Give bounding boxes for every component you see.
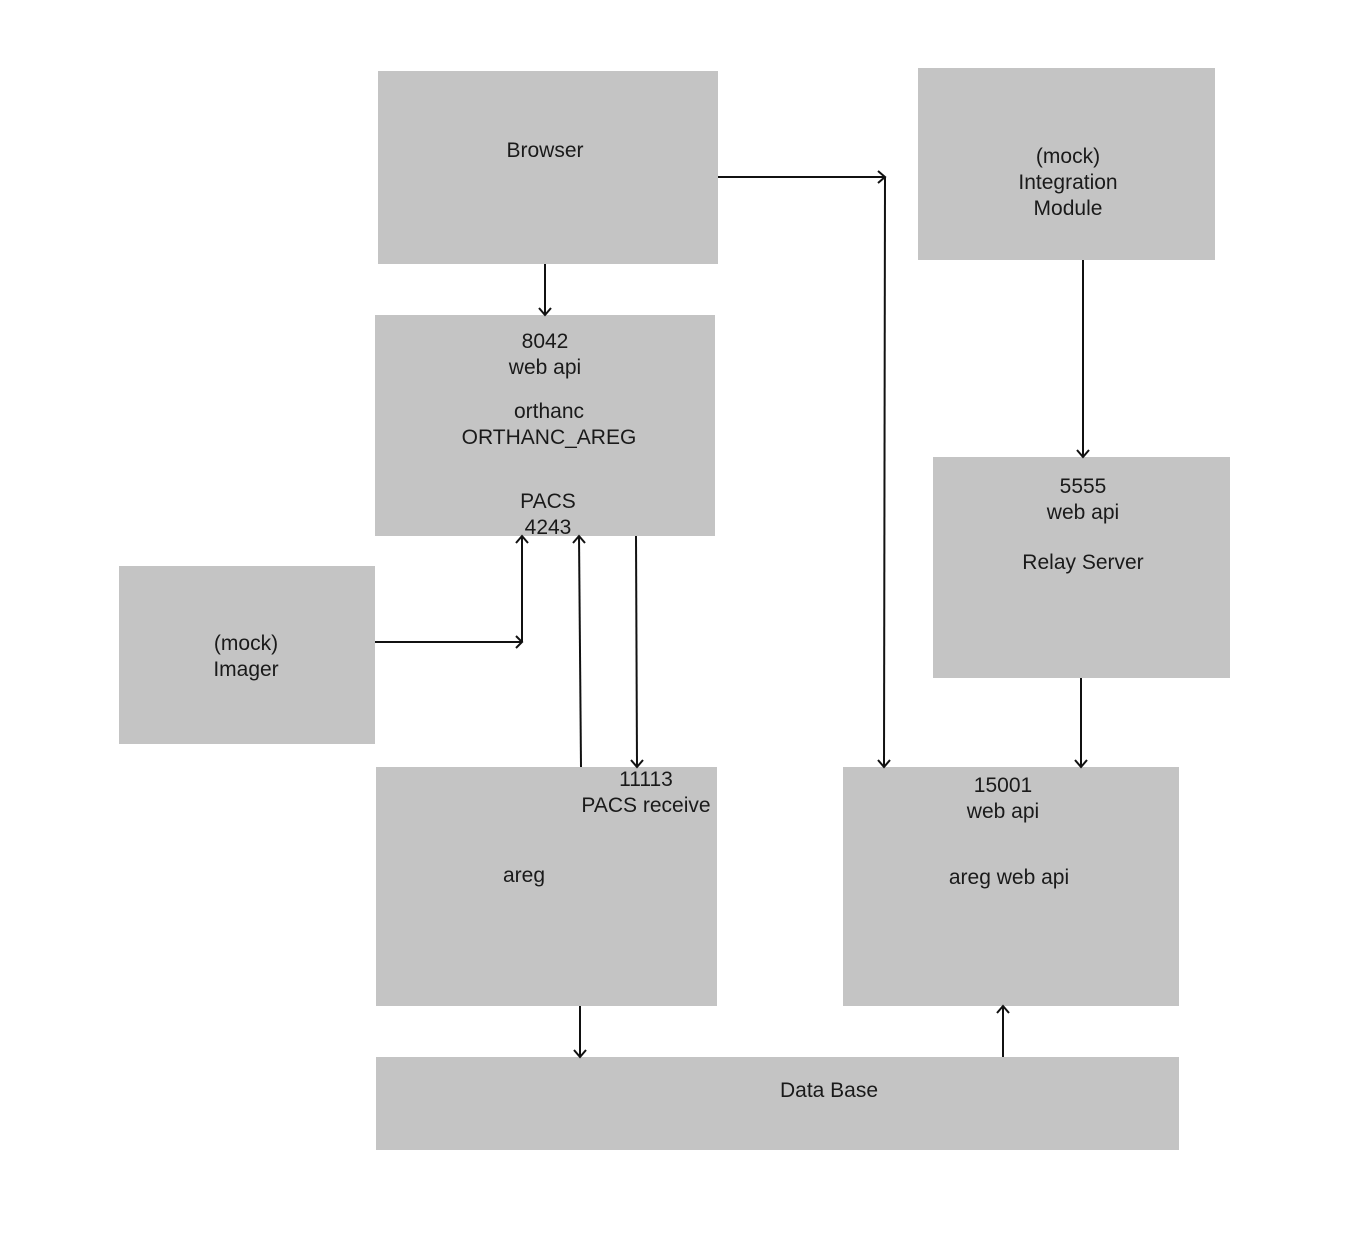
areg-web-name-label: areg web api xyxy=(948,866,1070,889)
orthanc-aet-label: ORTHANC_AREG xyxy=(461,426,637,449)
integration-module-box xyxy=(918,68,1215,260)
orthanc-box xyxy=(375,315,715,536)
relay-name-label: Relay Server xyxy=(1022,551,1144,574)
orthanc-pacs-port-label: 4243 xyxy=(524,516,572,539)
areg-web-port-label: 15001 xyxy=(973,774,1033,797)
arrow-database-to-areg-web-api xyxy=(996,1004,1010,1057)
arrow-orthanc-to-areg xyxy=(630,535,644,769)
areg-web-api-box xyxy=(843,767,1179,1006)
imager-name-label: Imager xyxy=(213,658,279,681)
database-box xyxy=(376,1057,1179,1150)
imager-mock-label: (mock) xyxy=(213,632,279,655)
browser-box xyxy=(378,71,718,264)
orthanc-port-label: 8042 xyxy=(521,330,569,353)
orthanc-api-label: web api xyxy=(508,356,582,379)
arrow-areg-to-database xyxy=(573,1006,587,1059)
arrow-imager-to-orthanc xyxy=(375,534,529,649)
relay-port-label: 5555 xyxy=(1059,475,1107,498)
browser-label: Browser xyxy=(506,139,584,162)
arrow-integration-to-relay xyxy=(1076,260,1090,459)
arrow-areg-to-orthanc xyxy=(572,534,586,768)
areg-web-api-label: web api xyxy=(966,800,1040,823)
areg-name-label: areg xyxy=(502,864,546,887)
imager-box xyxy=(119,566,375,744)
arrow-browser-to-orthanc xyxy=(538,264,552,317)
areg-receive-label: PACS receive xyxy=(581,794,711,817)
integration-module-label: Module xyxy=(1033,197,1103,220)
relay-api-label: web api xyxy=(1046,501,1120,524)
areg-box xyxy=(376,767,717,1006)
relay-server-box xyxy=(933,457,1230,678)
arrow-relay-to-areg-web-api xyxy=(1074,678,1088,769)
orthanc-pacs-label: PACS xyxy=(520,490,576,513)
arrow-browser-to-areg-web-api xyxy=(718,170,891,769)
areg-port-label: 11113 xyxy=(619,768,673,791)
database-label: Data Base xyxy=(779,1079,879,1102)
integration-name-label: Integration xyxy=(1018,171,1118,194)
integration-mock-label: (mock) xyxy=(1035,145,1101,168)
orthanc-name-label: orthanc xyxy=(513,400,585,423)
